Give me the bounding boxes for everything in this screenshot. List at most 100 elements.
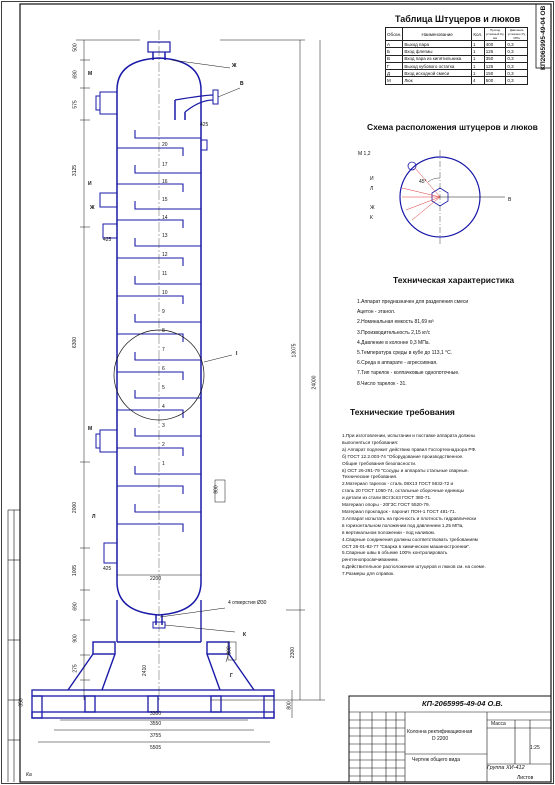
tray-number: 15 (162, 197, 168, 203)
callout-zh: Ж (232, 63, 237, 69)
dim-left: 350 (18, 698, 25, 707)
spec-item: 4.Давление в колонне 0,3 МПа. (357, 339, 430, 346)
mass-label: Масса (491, 721, 506, 727)
schema-angle: 45° (419, 179, 427, 185)
requirement-item: рентгенопросвечиванием. (342, 557, 399, 563)
requirements-list: 1.При изготовлении, испытании и поставке… (342, 433, 486, 578)
dim-right: 800 (286, 701, 293, 710)
requirements-title: Технические требования (350, 407, 455, 417)
drawing-scale: 1:25 (530, 745, 540, 751)
callout-v: В (240, 81, 244, 87)
dim-inner: 2200 (150, 576, 162, 582)
callout-m-mid: М (88, 426, 93, 432)
dim-left: 2000 (72, 501, 79, 514)
dim-bottom: 3755 (150, 733, 162, 739)
tray-number: 20 (162, 142, 168, 148)
drawing-doc-type: Чертеж общего вида (412, 757, 460, 763)
spec-item: 8.Число тарелок - 31. (357, 380, 407, 387)
side-nozzles (95, 139, 208, 564)
tray-number: 3 (162, 423, 165, 429)
requirement-item: а) Аппарат подлежит действию правил Госг… (342, 446, 477, 452)
dim-inner: 425 (103, 566, 112, 572)
header-qty: Кол. (470, 27, 485, 41)
requirement-item: сталь 20 ГОСТ 1050-74, остальные сборочн… (342, 488, 465, 494)
schema-label-i: И (370, 176, 374, 182)
tech-spec-title: Техническая характеристика (393, 275, 515, 285)
requirement-item: 3.Аппарат испытать на прочность и плотно… (342, 515, 477, 521)
schema-label-l: Л (370, 186, 374, 192)
dim-left: 690 (72, 70, 79, 79)
requirement-item: 5.Сварные швы в объеме 100% контролирова… (342, 550, 448, 556)
requirement-item: в вертикальном положении - под наливом. (342, 529, 436, 535)
tech-spec-list: 1.Аппарат предназначен для разделения см… (357, 297, 468, 389)
dim-left: 500 (72, 43, 79, 52)
dim-right: 13075 (291, 343, 298, 358)
dim-left: 3125 (72, 164, 79, 177)
requirement-item: 2.Материал тарелок - сталь 08Х13 ГОСТ 56… (342, 481, 454, 487)
dim-left: 275 (72, 664, 79, 673)
callout-m-top: М (88, 71, 93, 77)
callout-k: К (243, 632, 247, 638)
dim-bottom: 3300 (150, 711, 162, 717)
schema-label-m: М 1,2 (358, 151, 371, 157)
spec-item: 6.Среда в аппарате - агрессивная. (357, 360, 438, 367)
dim-left: 575 (72, 100, 79, 109)
header-pn: Давление условное Pу, МПа (505, 27, 528, 41)
callout-zh2: Ж (90, 205, 95, 211)
header-dn: Проход условный Dу, мм (483, 27, 507, 41)
spec-item: 5.Температура среды в кубе до 113,1 °С. (357, 350, 453, 357)
callout-i: И (88, 181, 92, 187)
spec-item: 7.Тип тарелок - колпачковые однопоточные… (357, 370, 460, 377)
requirement-item: 7.Размеры для справок. (342, 571, 395, 577)
requirement-item: Общие требования безопасности. (342, 460, 417, 466)
base-frame (31, 689, 275, 719)
dim-left: 690 (72, 602, 79, 611)
spec-item: 3.Производительность 2,15 кг/с (357, 329, 431, 336)
title-block (348, 695, 552, 783)
nozzle-table-title: Таблица Штуцеров и люков (395, 14, 521, 24)
tray-number: 2 (162, 442, 165, 448)
dim-inner: 425 (200, 122, 209, 128)
schema-label-zh: Ж (370, 205, 375, 211)
requirement-item: в горизонтальном положении под давлением… (342, 522, 464, 528)
header-name: Наименование (402, 27, 472, 41)
dimension-lines (38, 30, 325, 743)
requirement-item: Технические требования. (342, 474, 398, 480)
tray-number: 9 (162, 309, 165, 315)
dim-left: 900 (72, 634, 79, 643)
tray-number: 14 (162, 215, 168, 221)
tray-number: 10 (162, 290, 168, 296)
dim-inner: 425 (103, 237, 112, 243)
spec-item: 2.Номинальная емкость 81,69 м³ (357, 319, 434, 326)
callout-g: Г (230, 673, 233, 679)
dim-bottom: 3550 (150, 721, 162, 727)
tray-number: 4 (162, 404, 165, 410)
binding-strip (7, 509, 20, 782)
signer-mark: Ка (26, 772, 32, 778)
tray-number: 7 (162, 347, 165, 353)
nozzle-layout-schema (399, 150, 505, 245)
requirement-item: б) ГОСТ 12.2.003-74 "Оборудование произв… (342, 453, 464, 459)
requirement-item: Материал опоры - 20ГЗС ГОСТ 5520-79. (342, 502, 430, 508)
dim-right: 2300 (290, 646, 297, 659)
nozzle-table: Обозн. Наименование Кол. Проход условный… (384, 27, 528, 85)
header-mark: Обозн. (384, 27, 404, 41)
drawing-organization: Группа ХИ-412 (487, 765, 525, 771)
inner-frame (19, 3, 552, 783)
tray-number: 5 (162, 385, 165, 391)
side-drawing-code: КП2065995-49-04 ОВ (540, 5, 547, 70)
requirement-item: ОСТ 26-01-82-77 "Сварка в химическом маш… (342, 543, 471, 549)
schema-label-k: К (370, 215, 373, 221)
side-code-box (535, 3, 552, 69)
dim-left: 6300 (72, 336, 79, 349)
tray-number: 1 (162, 461, 165, 467)
column-vessel (95, 41, 219, 629)
requirement-item: 1.При изготовлении, испытании и поставке… (342, 433, 476, 438)
requirement-item: в) ОСТ 26-291-79 "Сосуды и аппараты стал… (342, 467, 469, 473)
drawing-title-2: D 2200 (432, 736, 449, 742)
